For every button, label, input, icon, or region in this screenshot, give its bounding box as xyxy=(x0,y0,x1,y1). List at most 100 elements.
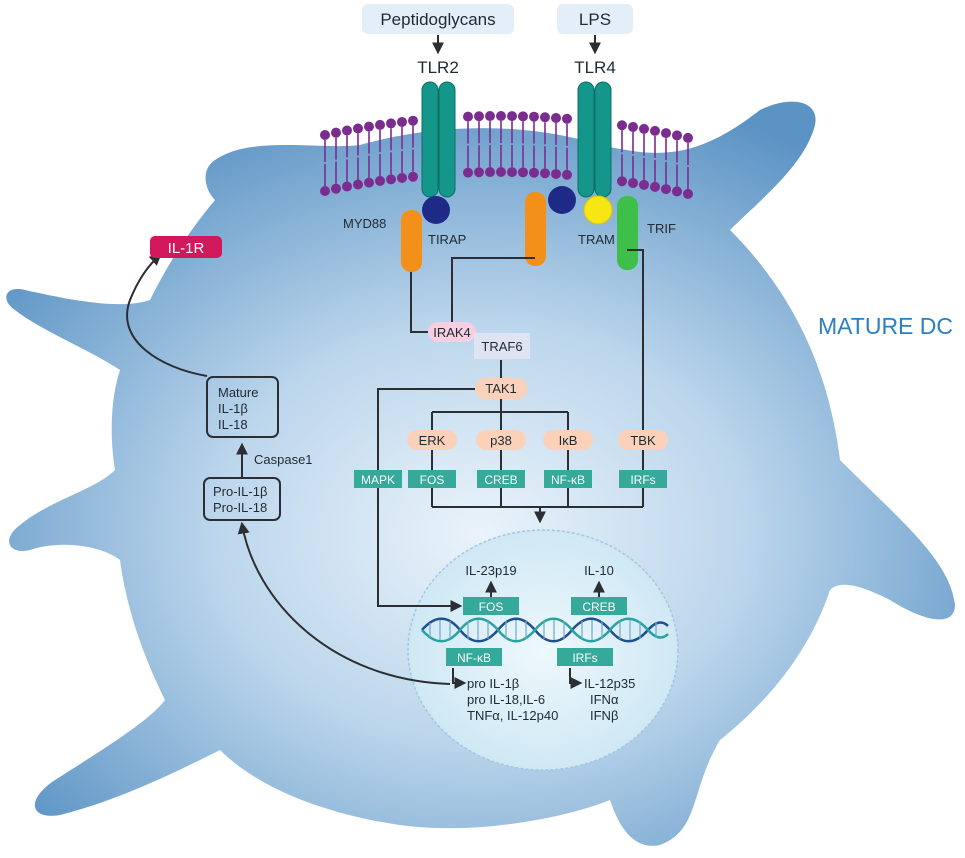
peptidoglycans-box xyxy=(362,4,514,34)
nuc-creb-label: CREB xyxy=(582,600,615,614)
irf-product-1: IL-12p35 xyxy=(584,676,635,691)
nfkb-product-1: pro IL-1β xyxy=(467,676,519,691)
tirap-label: TIRAP xyxy=(428,232,466,247)
tlr4-receptor xyxy=(577,81,612,198)
dna-helix-icon xyxy=(421,617,669,643)
irf-product-2: IFNα xyxy=(590,692,619,707)
mature-line3: IL-18 xyxy=(218,417,248,432)
il1r-receptor xyxy=(150,236,222,258)
cell-title: MATURE DC xyxy=(818,313,953,339)
lipid-head xyxy=(485,167,495,178)
lipid-head xyxy=(540,168,550,179)
lipid-head xyxy=(496,167,506,178)
creb-label: CREB xyxy=(484,473,517,487)
lipid-head xyxy=(683,188,693,199)
trif-adaptor xyxy=(617,196,638,270)
tbk-node xyxy=(618,430,668,450)
tak1-node xyxy=(475,378,527,399)
il23-label: IL-23p19 xyxy=(465,563,516,578)
trif-label: TRIF xyxy=(647,221,676,236)
lipid-head xyxy=(386,118,396,129)
peptidoglycans-label: Peptidoglycans xyxy=(380,10,495,29)
traf6-node xyxy=(474,333,530,359)
irak4-node xyxy=(428,322,476,342)
erk-label: ERK xyxy=(419,433,446,448)
tlr4-label: TLR4 xyxy=(574,58,616,77)
pro-line2: Pro-IL-18 xyxy=(213,500,267,515)
nuc-nfkb-factor xyxy=(446,648,502,666)
il10-label: IL-10 xyxy=(584,563,614,578)
lipid-head xyxy=(639,123,649,134)
tram-adaptor xyxy=(583,195,613,225)
ikb-node xyxy=(543,430,593,450)
lipid-head xyxy=(628,177,638,188)
fos-factor xyxy=(408,470,456,488)
mapk-label: MAPK xyxy=(361,473,395,487)
nfkb-label: NF-κB xyxy=(551,473,585,487)
lipid-head xyxy=(661,184,671,195)
mature-line2: IL-1β xyxy=(218,401,248,416)
lipid-head xyxy=(529,167,539,178)
lipid-head xyxy=(496,111,506,122)
lipid-head xyxy=(397,116,407,127)
lipid-head xyxy=(507,167,517,178)
tirap-right xyxy=(548,186,576,214)
lipid-head xyxy=(672,186,682,197)
lipid-head xyxy=(474,111,484,122)
lipid-head xyxy=(562,113,572,124)
lipid-head xyxy=(628,121,638,132)
fos-label: FOS xyxy=(420,473,445,487)
lipid-head xyxy=(397,172,407,183)
lipid-head xyxy=(331,127,341,138)
signal-wires xyxy=(126,249,644,689)
nuc-fos-factor xyxy=(463,597,519,615)
lps-box xyxy=(557,4,633,34)
il1r-label: IL-1R xyxy=(168,240,205,257)
tram-label: TRAM xyxy=(578,232,615,247)
lipid-head xyxy=(375,119,385,130)
creb-factor xyxy=(477,470,525,488)
lipid-head xyxy=(551,168,561,179)
tak1-label: TAK1 xyxy=(485,381,517,396)
p38-node xyxy=(476,430,526,450)
myd88-adaptor-right xyxy=(525,192,546,266)
tlr2-label: TLR2 xyxy=(417,58,459,77)
mature-line1: Mature xyxy=(218,385,258,400)
lipid-head xyxy=(342,181,352,192)
lipid-head xyxy=(551,112,561,123)
irfs-label: IRFs xyxy=(630,473,655,487)
lipid-head xyxy=(331,183,341,194)
lipid-head xyxy=(320,129,330,140)
nfkb-product-3: TNFα, IL-12p40 xyxy=(467,708,558,723)
tlr2-receptor xyxy=(421,81,456,198)
lipid-head xyxy=(342,125,352,136)
lipid-head xyxy=(320,185,330,196)
nfkb-product-2: pro IL-18,IL-6 xyxy=(467,692,545,707)
lipid-head xyxy=(463,111,473,122)
myd88-adaptor-left xyxy=(401,210,422,272)
lipid-head xyxy=(485,111,495,122)
lipid-head xyxy=(518,167,528,178)
lipid-head xyxy=(463,167,473,178)
lipid-head xyxy=(507,111,517,122)
irak4-label: IRAK4 xyxy=(433,325,471,340)
myd88-label: MYD88 xyxy=(343,216,386,231)
mapk-factor xyxy=(354,470,402,488)
traf6-label: TRAF6 xyxy=(481,339,522,354)
ikb-label: IκB xyxy=(559,433,578,448)
lipid-head xyxy=(529,111,539,122)
p38-label: p38 xyxy=(490,433,512,448)
nucleus xyxy=(407,529,679,771)
caspase-label: Caspase1 xyxy=(254,452,313,467)
irfs-factor xyxy=(619,470,667,488)
lipid-head xyxy=(540,112,550,123)
lipid-head xyxy=(639,179,649,190)
nuc-nfkb-label: NF-κB xyxy=(457,651,491,665)
nuc-irfs-factor xyxy=(557,648,613,666)
lipid-head xyxy=(661,128,671,139)
nuc-irfs-label: IRFs xyxy=(572,651,597,665)
lipid-head xyxy=(364,177,374,188)
lipid-head xyxy=(562,169,572,180)
nuc-fos-label: FOS xyxy=(479,600,504,614)
erk-node xyxy=(407,430,457,450)
